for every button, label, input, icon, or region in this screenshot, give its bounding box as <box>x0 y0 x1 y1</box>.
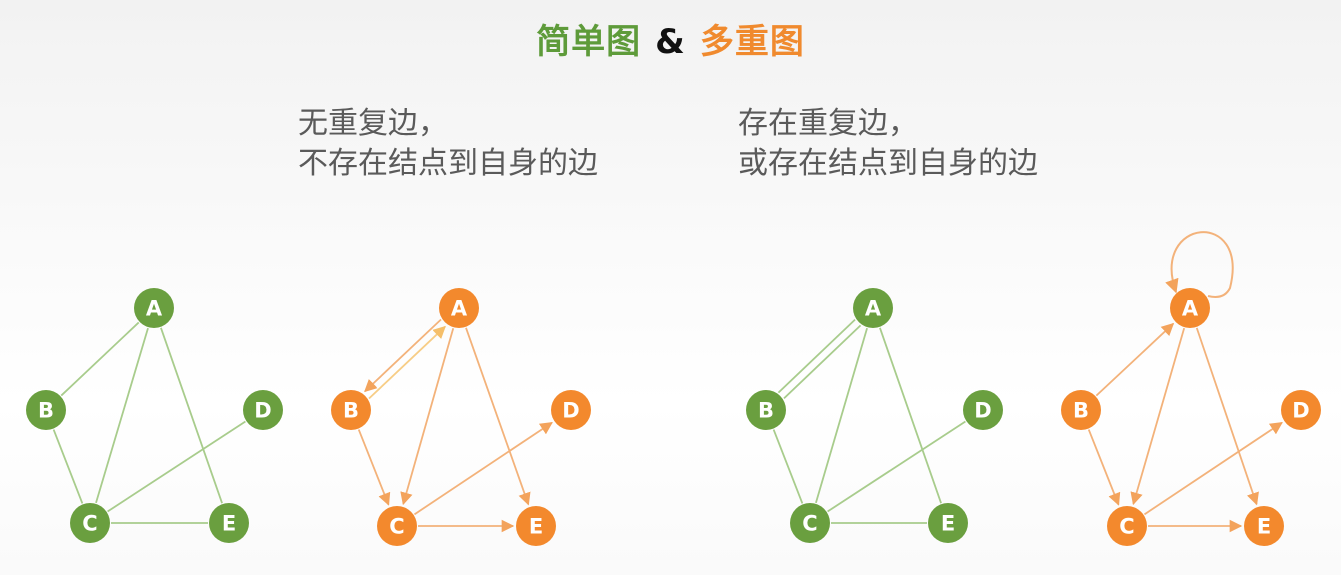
multigraph-description: 存在重复边， 或存在结点到自身的边 <box>738 104 1038 184</box>
simple-directed-node-label-B: B <box>343 399 359 423</box>
simple-undirected-edge-C-D-4 <box>107 420 246 513</box>
simple-undirected-node-label-D: D <box>254 399 271 423</box>
multi-directed-node-label-E: E <box>1257 515 1271 539</box>
simple-undirected-node-C <box>70 503 110 543</box>
multi-directed-node-label-A: A <box>1182 297 1199 321</box>
multi-desc-line-1: 存在重复边， <box>738 106 918 141</box>
simple-graph-description: 无重复边， 不存在结点到自身的边 <box>298 104 598 184</box>
multi-undirected-node-D <box>963 390 1003 430</box>
multi-undirected-node-label-D: D <box>974 399 991 423</box>
simple-desc-line-1: 无重复边， <box>298 106 448 141</box>
simple-directed-node-E <box>516 506 556 546</box>
simple-directed-node-D <box>551 390 591 430</box>
multi-directed-node-E <box>1244 506 1284 546</box>
multi-directed-node-D <box>1281 390 1321 430</box>
multi-directed-edge-B-A-1 <box>1095 322 1175 397</box>
simple-undirected-node-label-A: A <box>146 297 163 321</box>
simple-directed-node-B <box>331 390 371 430</box>
multi-directed-edge-B-C-4 <box>1087 429 1121 506</box>
multi-undirected-edge-A-B-0 <box>783 324 862 400</box>
simple-undirected-edge-A-B-0 <box>60 321 140 397</box>
title-simple-graph: 简单图 <box>536 22 642 62</box>
multi-directed-edge-C-D-5 <box>1143 422 1283 516</box>
simple-undirected-node-B <box>26 390 66 430</box>
simple-desc-line-2: 不存在结点到自身的边 <box>298 146 598 181</box>
simple-undirected-edge-A-E-2 <box>160 327 223 504</box>
simple-directed-node-A <box>439 288 479 328</box>
multi-undirected-node-E <box>928 503 968 543</box>
page-title: 简单图&多重图 <box>0 14 1341 63</box>
multi-directed-edge-A-C-2 <box>1130 327 1186 506</box>
multi-directed-node-A <box>1170 288 1210 328</box>
simple-directed-node-label-C: C <box>389 515 404 539</box>
simple-undirected-edge-A-C-1 <box>95 327 149 504</box>
multi-directed-node-label-B: B <box>1073 399 1089 423</box>
multi-directed-edge-A-E-3 <box>1195 327 1259 506</box>
multi-directed-node-B <box>1061 390 1101 430</box>
multi-directed-graph: A B C D E <box>1061 231 1321 546</box>
simple-undirected-node-label-B: B <box>38 399 54 423</box>
simple-undirected-node-D <box>243 390 283 430</box>
simple-directed-node-label-E: E <box>529 515 543 539</box>
simple-directed-graph: A B C D E <box>331 288 591 546</box>
multi-undirected-edge-A-C-2 <box>815 327 868 504</box>
multi-undirected-node-label-E: E <box>941 512 955 536</box>
multi-undirected-edge-A-B-1 <box>777 318 856 394</box>
multi-undirected-node-label-C: C <box>802 512 817 536</box>
simple-directed-node-C <box>377 506 417 546</box>
title-ampersand: & <box>655 22 686 62</box>
simple-directed-edge-C-D-5 <box>413 422 553 516</box>
multi-directed-node-label-D: D <box>1292 399 1309 423</box>
multi-undirected-graph: A B C D E <box>746 288 1003 543</box>
simple-undirected-node-A <box>134 288 174 328</box>
multi-undirected-edge-A-E-3 <box>879 327 942 504</box>
multi-undirected-edge-B-C-4 <box>772 429 804 504</box>
simple-directed-edge-A-E-3 <box>465 327 531 506</box>
simple-undirected-node-label-C: C <box>82 512 97 536</box>
simple-directed-node-label-A: A <box>451 297 468 321</box>
multi-undirected-node-label-A: A <box>865 297 882 321</box>
multi-undirected-node-A <box>853 288 893 328</box>
simple-directed-edge-A-B-1 <box>364 318 442 393</box>
simple-directed-node-label-D: D <box>562 399 579 423</box>
multi-desc-line-2: 或存在结点到自身的边 <box>738 146 1038 181</box>
multi-directed-node-label-C: C <box>1119 515 1134 539</box>
simple-directed-edge-A-C-2 <box>400 327 455 506</box>
simple-undirected-graph: A B C D E <box>26 288 283 543</box>
multi-undirected-node-B <box>746 390 786 430</box>
simple-undirected-node-label-E: E <box>222 512 236 536</box>
multi-directed-node-C <box>1107 506 1147 546</box>
multi-undirected-node-C <box>790 503 830 543</box>
simple-undirected-node-E <box>209 503 249 543</box>
multi-undirected-node-label-B: B <box>758 399 774 423</box>
simple-directed-edge-B-C-4 <box>357 429 391 506</box>
multi-undirected-edge-C-D-5 <box>827 420 966 513</box>
title-multigraph: 多重图 <box>699 22 805 62</box>
simple-directed-edge-B-A-0 <box>368 325 446 400</box>
multi-directed-edge-A-A-0 <box>1165 231 1234 298</box>
simple-undirected-edge-B-C-3 <box>52 429 84 504</box>
